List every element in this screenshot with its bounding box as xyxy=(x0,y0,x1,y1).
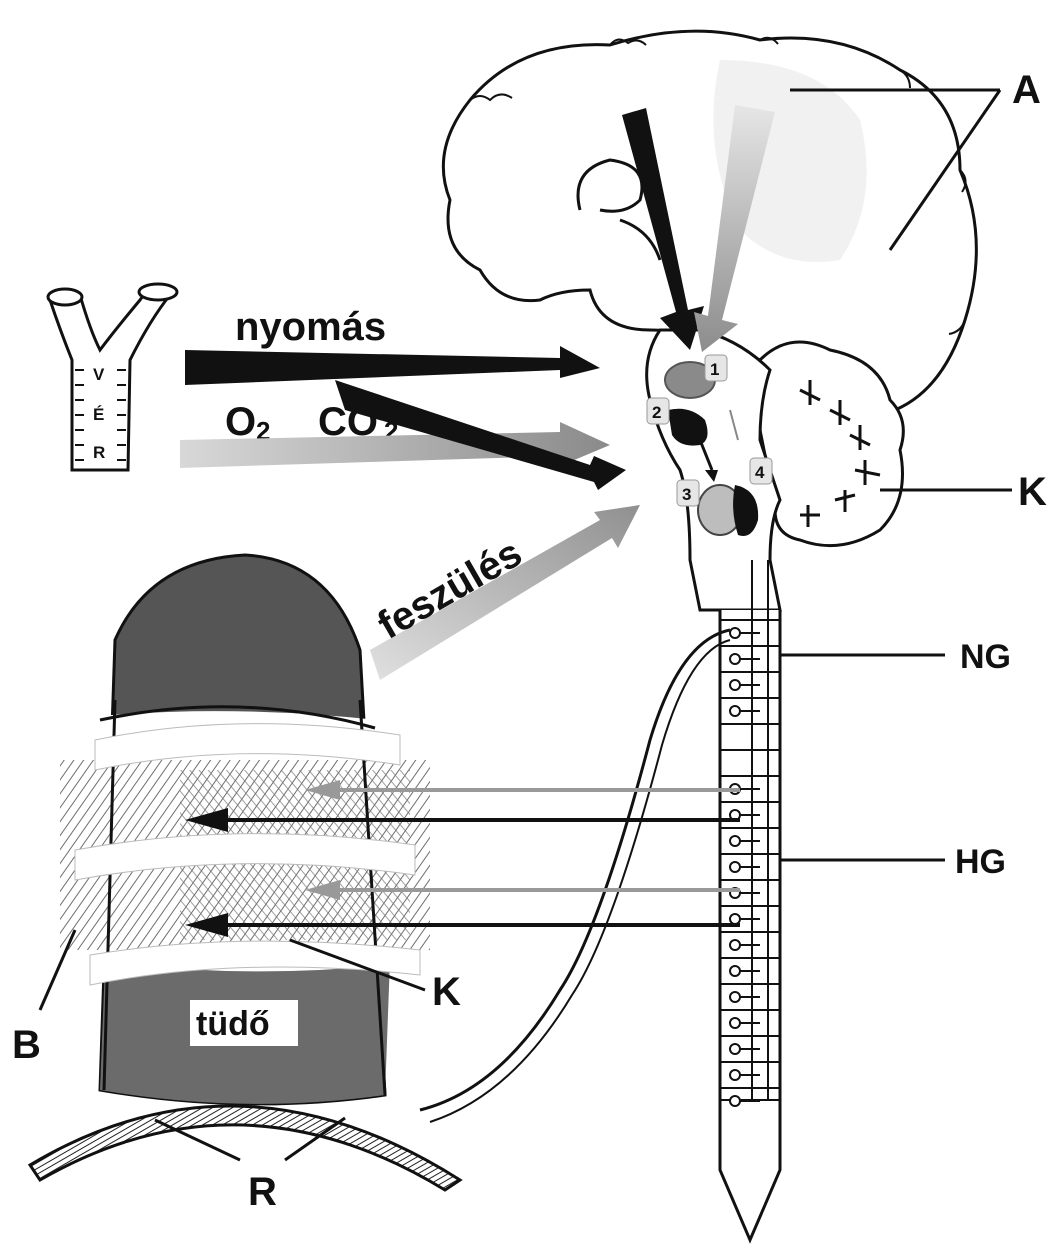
label-a: A xyxy=(1012,68,1041,112)
center-number-2: 2 xyxy=(652,403,661,422)
motor-neuron xyxy=(730,992,740,1002)
center-number-4: 4 xyxy=(755,463,765,482)
motor-neuron xyxy=(730,940,740,950)
pressure-arrow xyxy=(185,346,600,385)
motor-neuron xyxy=(730,706,740,716)
label-hg: HG xyxy=(955,843,1006,881)
motor-neuron xyxy=(730,1096,740,1106)
motor-neuron xyxy=(730,1070,740,1080)
label-k-top: K xyxy=(1018,470,1047,514)
motor-neuron xyxy=(730,628,740,638)
center-number-1: 1 xyxy=(710,360,719,379)
vessel-letter-e: É xyxy=(93,405,104,424)
label-r: R xyxy=(248,1170,277,1214)
spinal-cord xyxy=(720,560,780,1240)
motor-neuron xyxy=(730,914,740,924)
motor-neuron xyxy=(730,1044,740,1054)
vessel-letter-v: V xyxy=(93,365,105,384)
o2-label: O xyxy=(225,400,256,444)
label-b: B xyxy=(12,1023,41,1067)
motor-neuron xyxy=(730,680,740,690)
blood-vessel: V É R xyxy=(48,284,177,470)
diaphragm-arc xyxy=(30,1106,460,1190)
brainstem: 1 2 3 4 xyxy=(647,330,780,610)
motor-neuron xyxy=(730,654,740,664)
label-k-bottom: K xyxy=(432,970,461,1014)
pressure-label: nyomás xyxy=(235,305,386,349)
label-ng: NG xyxy=(960,638,1011,676)
motor-neuron xyxy=(730,1018,740,1028)
motor-neuron xyxy=(730,836,740,846)
motor-neuron xyxy=(730,966,740,976)
label-b-line xyxy=(40,930,75,1010)
center-number-3: 3 xyxy=(682,485,691,504)
phrenic-nerve xyxy=(420,630,730,1110)
lung-label: tüdő xyxy=(196,1005,270,1043)
motor-neuron xyxy=(730,862,740,872)
vessel-letter-r: R xyxy=(93,443,105,462)
phrenic-nerve-inner xyxy=(430,640,730,1122)
